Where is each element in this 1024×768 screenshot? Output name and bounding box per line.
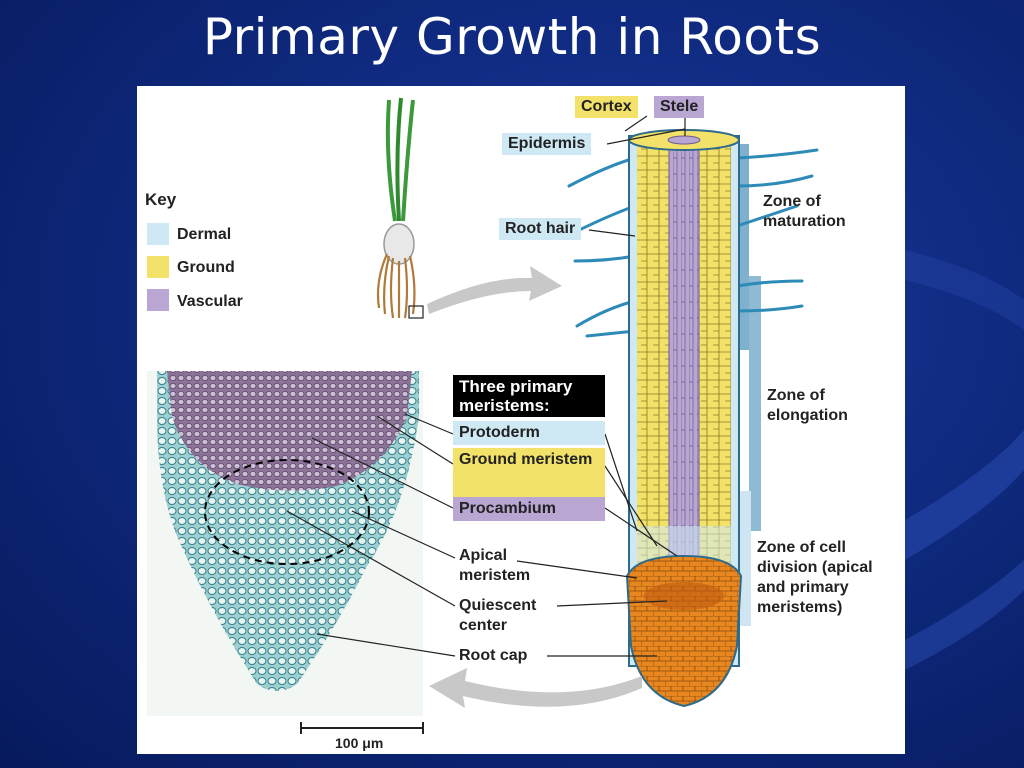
zone-elongation-label: Zone of elongation — [767, 387, 848, 424]
apical-meristem-label: Apical meristem — [459, 547, 531, 584]
key-heading: Key — [145, 190, 177, 209]
ground-meristem-label: Ground meristem — [453, 448, 605, 498]
vascular-swatch — [147, 289, 169, 311]
key-label-vascular: Vascular — [177, 293, 243, 310]
key-label-ground: Ground — [177, 259, 235, 276]
root-diagram-graphic — [147, 97, 819, 734]
zone-maturation-label: Zone of maturation — [763, 193, 846, 230]
onion-plant-icon — [376, 97, 424, 319]
key-label-dermal: Dermal — [177, 226, 232, 243]
procambium-label: Procambium — [453, 497, 605, 521]
dermal-swatch — [147, 223, 169, 245]
diagram-panel: Key Dermal Ground Vascular Cortex Stele … — [137, 86, 905, 754]
stele-label: Stele — [654, 96, 705, 118]
scale-bar-label: 100 μm — [335, 735, 384, 751]
protoderm-label: Protoderm — [453, 421, 605, 445]
zone-cell-division-label: Zone of cell division (apical and primar… — [757, 539, 873, 616]
cortex-label: Cortex — [575, 96, 638, 118]
slide-title: Primary Growth in Roots — [202, 8, 822, 66]
root-hair-label: Root hair — [499, 218, 582, 240]
quiescent-center-label: Quiescent center — [459, 597, 537, 634]
root-cap-label: Root cap — [459, 647, 528, 664]
meristems-heading: Three primary meristems: — [453, 375, 605, 417]
ground-swatch — [147, 256, 169, 278]
epidermis-label: Epidermis — [502, 133, 592, 155]
